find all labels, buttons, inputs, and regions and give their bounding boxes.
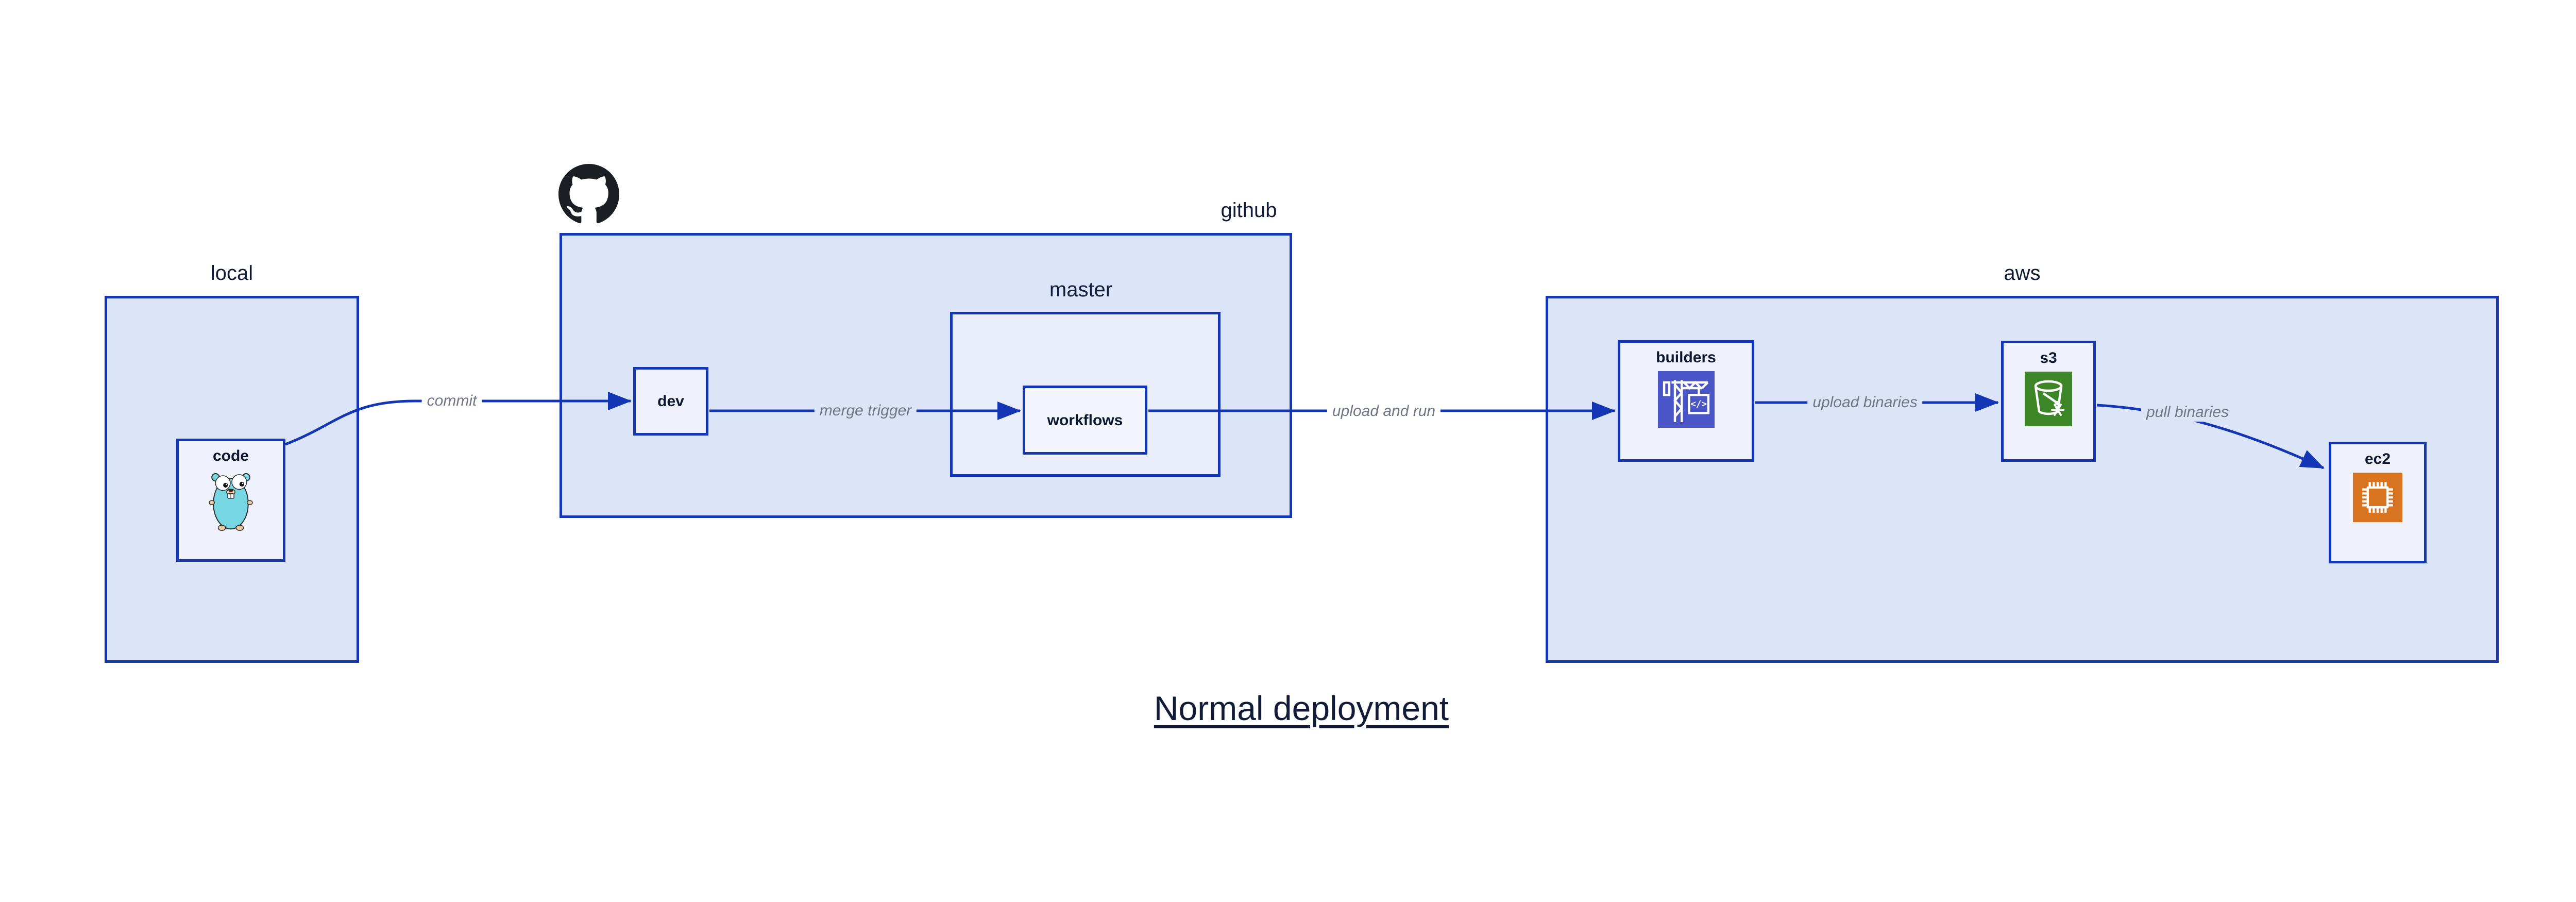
node-code: code bbox=[176, 439, 285, 562]
group-label-github: github bbox=[1221, 199, 1277, 222]
node-s3: s3 bbox=[2001, 341, 2096, 462]
codebuild-crane-icon: </> bbox=[1657, 371, 1715, 428]
ec2-chip-icon bbox=[2353, 473, 2402, 522]
node-builders: builders </> bbox=[1618, 340, 1754, 462]
node-label-builders: builders bbox=[1656, 349, 1716, 366]
edge-label-upload-and-run: upload and run bbox=[1327, 402, 1441, 421]
node-label-workflows: workflows bbox=[1047, 411, 1123, 429]
edge-label-merge-trigger: merge trigger bbox=[814, 402, 917, 420]
github-octocat-icon bbox=[558, 164, 619, 224]
group-label-master: master bbox=[1049, 278, 1113, 301]
node-label-ec2: ec2 bbox=[2364, 450, 2391, 467]
group-label-local: local bbox=[210, 262, 253, 285]
node-dev: dev bbox=[633, 367, 708, 436]
node-label-code: code bbox=[212, 447, 249, 464]
edge-label-pull-binaries: pull binaries bbox=[2141, 403, 2234, 422]
node-ec2: ec2 bbox=[2329, 442, 2427, 563]
s3-bucket-snowflake-icon bbox=[2025, 372, 2072, 426]
edge-label-commit: commit bbox=[421, 392, 482, 410]
edge-label-upload-binaries: upload binaries bbox=[1807, 393, 1923, 412]
go-gopher-icon bbox=[209, 473, 253, 531]
diagram-title: Normal deployment bbox=[1154, 689, 1449, 727]
node-label-s3: s3 bbox=[2040, 349, 2057, 366]
group-label-aws: aws bbox=[2004, 262, 2041, 285]
svg-text:</>: </> bbox=[1690, 399, 1707, 409]
node-label-dev: dev bbox=[657, 393, 684, 410]
node-workflows: workflows bbox=[1023, 386, 1147, 455]
